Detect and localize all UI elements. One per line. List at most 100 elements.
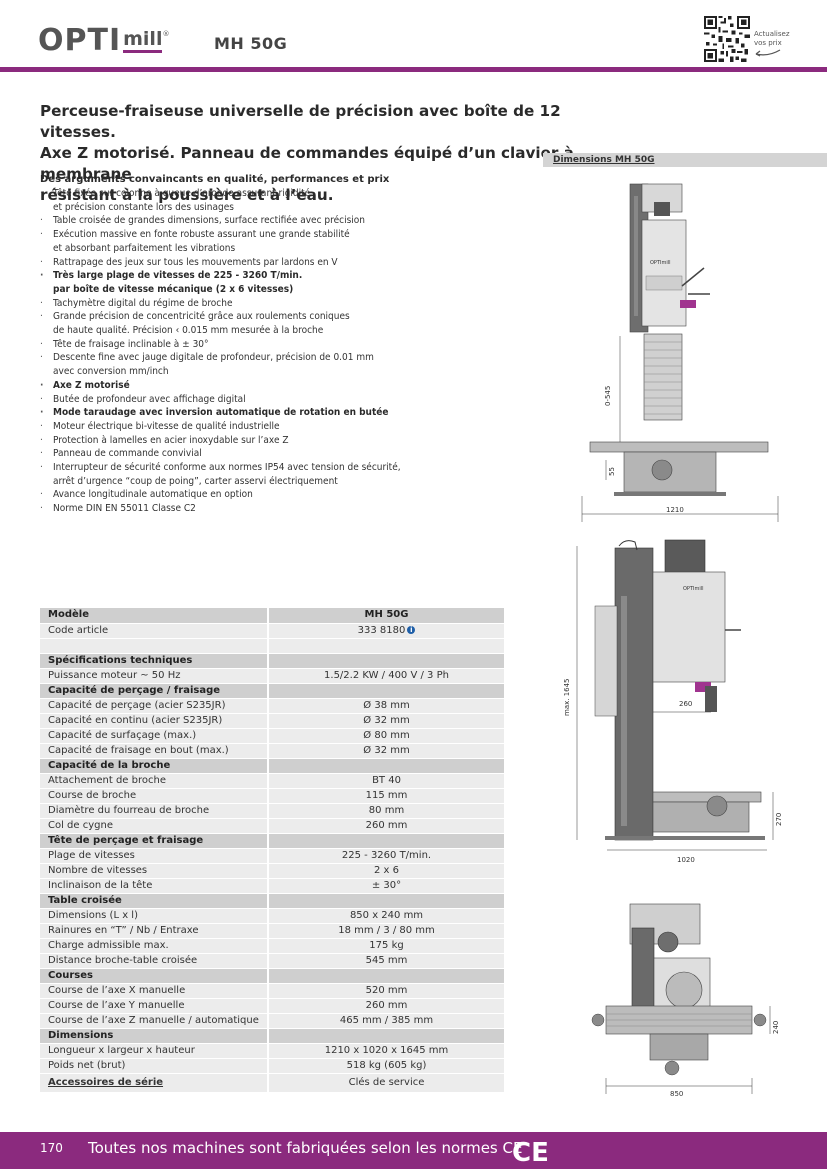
spec-value: Ø 38 mm: [267, 698, 504, 714]
spec-code-value: 333 8180: [357, 624, 406, 636]
spec-row: Capacité en continu (acier S235JR)Ø 32 m…: [40, 713, 504, 729]
spec-value: [267, 1028, 504, 1044]
feature-item: Tête fixée sur colonne à queue d’aronde …: [40, 187, 480, 214]
spec-label: Inclinaison de la tête: [40, 878, 268, 894]
feature-item: Très large plage de vitesses de 225 - 32…: [40, 269, 480, 296]
top-view-drawing: 240 850: [591, 903, 780, 1098]
side-dim-table: 270: [775, 813, 783, 826]
feature-text: Table croisée de grandes dimensions, sur…: [53, 215, 365, 227]
front-dim-height: 0-545: [604, 386, 612, 406]
feature-text: Exécution massive en fonte robuste assur…: [53, 229, 350, 241]
front-handwheel: [651, 459, 673, 481]
spec-label: Capacité de surfaçage (max.): [40, 728, 268, 744]
side-head: [652, 571, 726, 683]
spec-label: Puissance moteur ~ 50 Hz: [40, 668, 268, 684]
spec-label: Diamètre du fourreau de broche: [40, 803, 268, 819]
side-saddle: [652, 801, 750, 833]
spec-value: 225 - 3260 T/min.: [267, 848, 504, 864]
front-view-drawing: OPTImill 0-545 55 1210: [581, 183, 779, 522]
spec-label: Tête de perçage et fraisage: [40, 833, 268, 849]
feature-item: Rattrapage des jeux sur tous les mouveme…: [40, 256, 480, 270]
front-panel: [645, 275, 683, 291]
qr-code-icon[interactable]: [704, 16, 750, 62]
spec-label: Course de l’axe X manuelle: [40, 983, 268, 999]
spec-row: Capacité de perçage (acier S235JR)Ø 38 m…: [40, 698, 504, 714]
feature-item: Interrupteur de sécurité conforme aux no…: [40, 461, 480, 488]
front-bellows: [643, 333, 683, 421]
spec-label: Col de cygne: [40, 818, 268, 834]
spec-label: Nombre de vitesses: [40, 863, 268, 879]
top-handwheel-front: [664, 1060, 680, 1076]
logo-brand: OPTI: [38, 23, 122, 58]
top-handwheel-left: [591, 1013, 605, 1027]
spec-label: Dimensions: [40, 1028, 268, 1044]
spec-value: [267, 968, 504, 984]
spec-row: Dimensions (L x l)850 x 240 mm: [40, 908, 504, 924]
model-heading: MH 50G: [214, 34, 288, 53]
spec-value: [267, 893, 504, 909]
feature-item: Exécution massive en fonte robuste assur…: [40, 228, 480, 255]
side-table: [652, 791, 762, 803]
feature-item: Moteur électrique bi-vitesse de qualité …: [40, 420, 480, 434]
front-column-detail: [634, 196, 638, 316]
spec-label: Dimensions (L x l): [40, 908, 268, 924]
spec-section-row: Spécifications techniques: [40, 653, 504, 669]
spec-value: 115 mm: [267, 788, 504, 804]
info-icon[interactable]: i: [407, 625, 416, 634]
spec-row: Capacité de fraisage en bout (max.)Ø 32 …: [40, 743, 504, 759]
spec-value: 545 mm: [267, 953, 504, 969]
accessories-link[interactable]: Accessoires de série: [40, 1073, 268, 1093]
spec-section-row: Tête de perçage et fraisage: [40, 833, 504, 849]
side-view-drawing: OPTImill max. 1645 260 270 1020: [563, 539, 783, 864]
spec-value: 18 mm / 3 / 80 mm: [267, 923, 504, 939]
front-table: [589, 441, 769, 453]
spec-label: Capacité en continu (acier S235JR): [40, 713, 268, 729]
feature-text: Mode taraudage avec inversion automatiqu…: [53, 407, 389, 419]
spec-model-row: Modèle MH 50G: [40, 608, 504, 624]
side-column: [614, 547, 654, 841]
logo-underline: [123, 50, 163, 53]
feature-item: Descente fine avec jauge digitale de pro…: [40, 351, 480, 378]
spec-row: Poids net (brut)518 kg (605 kg): [40, 1058, 504, 1074]
spec-value: 80 mm: [267, 803, 504, 819]
feature-item: Protection à lamelles en acier inoxydabl…: [40, 434, 480, 448]
features-list: Tête fixée sur colonne à queue d’aronde …: [40, 187, 480, 516]
feature-item: Axe Z motorisé: [40, 379, 480, 393]
spec-code-label: Code article: [40, 623, 268, 639]
spec-label: Plage de vitesses: [40, 848, 268, 864]
side-head-brand: OPTImill: [683, 586, 704, 592]
side-spindle: [705, 686, 717, 712]
footer-text: Toutes nos machines sont fabriquées selo…: [88, 1139, 523, 1157]
feature-text: Protection à lamelles en acier inoxydabl…: [53, 434, 289, 446]
feature-item: Panneau de commande convivial: [40, 447, 480, 461]
feature-text: Très large plage de vitesses de 225 - 32…: [53, 270, 303, 282]
side-dim-height: max. 1645: [563, 678, 571, 716]
feature-text: Descente fine avec jauge digitale de pro…: [53, 352, 374, 364]
side-handwheel: [706, 795, 728, 817]
feature-text-cont: et précision constante lors des usinages: [53, 201, 234, 213]
spec-value: Ø 80 mm: [267, 728, 504, 744]
spec-row: Capacité de surfaçage (max.)Ø 80 mm: [40, 728, 504, 744]
front-display: [654, 202, 670, 216]
front-head: [641, 219, 687, 327]
side-cabinet: [594, 605, 618, 717]
spec-value: 850 x 240 mm: [267, 908, 504, 924]
side-column-detail: [621, 596, 627, 826]
spec-label: Longueur x largeur x hauteur: [40, 1043, 268, 1059]
front-accent: [680, 300, 696, 308]
spec-label: Capacité de perçage / fraisage: [40, 683, 268, 699]
front-dim-width: 1210: [666, 506, 684, 514]
top-spindle: [665, 971, 703, 1009]
spec-label: Course de broche: [40, 788, 268, 804]
feature-text: Butée de profondeur avec affichage digit…: [53, 393, 246, 405]
feature-text: Tête de fraisage inclinable à ± 30°: [53, 338, 209, 350]
side-dim-throat: 260: [679, 700, 692, 708]
feature-item: Butée de profondeur avec affichage digit…: [40, 393, 480, 407]
